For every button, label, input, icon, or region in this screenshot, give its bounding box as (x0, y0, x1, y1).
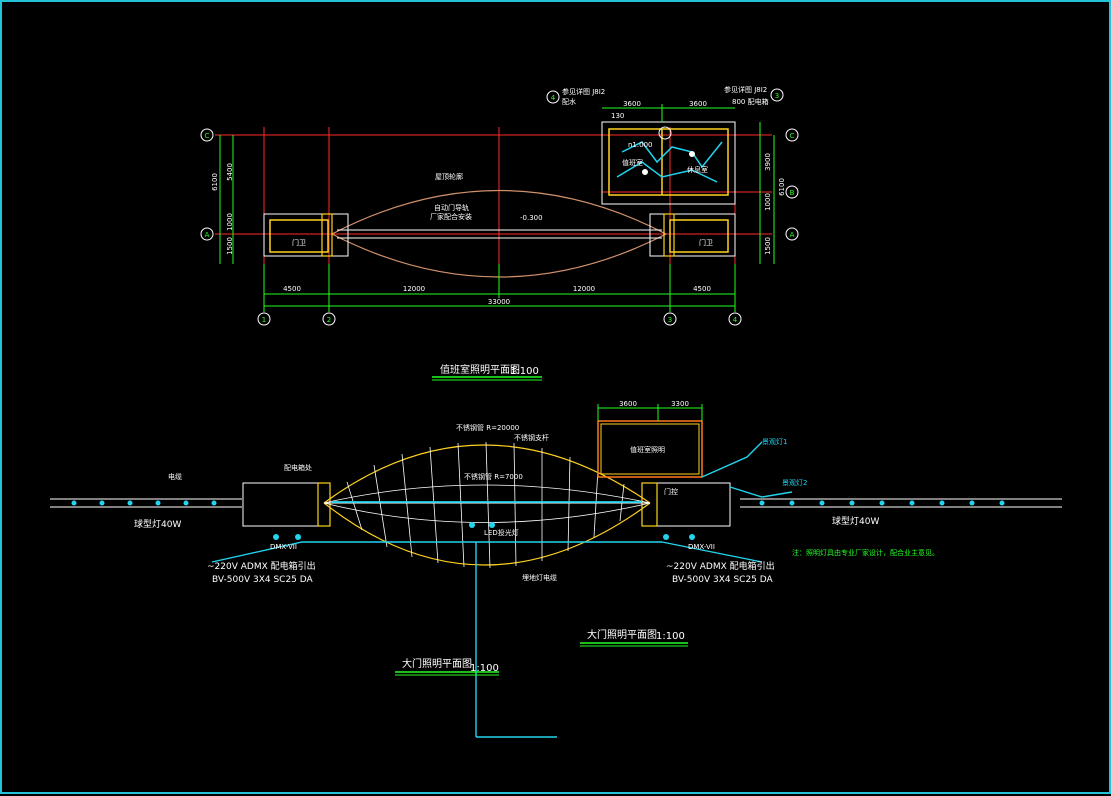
axis-col-1: 1 (262, 316, 266, 324)
wire-left-label: 电缆 (168, 472, 182, 481)
dim-130: 130 (611, 112, 624, 120)
door-track-label: 自动门导轨 (434, 203, 469, 212)
center-tag: 埋地灯电缆 (522, 573, 557, 582)
bottom-note: 注：照明灯具由专业厂家设计，配合业主意见。 (792, 548, 939, 557)
axis-row-c: C (205, 132, 210, 140)
duty-room-label: 值班室 (622, 158, 643, 167)
cable-right-line2: BV-500V 3X4 SC25 DA (672, 575, 774, 585)
bottom-dim-2: 3300 (671, 400, 689, 408)
cable-left-line1: ~220V ADMX 配电箱引出 (207, 560, 316, 572)
dim-bottom-1: 4500 (283, 285, 301, 293)
axis-right-top-3: 3 (775, 92, 779, 100)
axis-col-4: 4 (733, 316, 738, 324)
sub-panel-left-label: 参见详图 J8I2 (562, 87, 605, 96)
room-label: 值班室照明 (630, 445, 665, 454)
cable-left-line2: BV-500V 3X4 SC25 DA (212, 575, 314, 585)
dimension-lines (219, 104, 775, 312)
fixtures (273, 522, 695, 540)
axis-right-top-4: 4 (551, 94, 556, 102)
street-lines (50, 498, 1062, 508)
top-plan: 4500 12000 12000 4500 33000 3600 3600 C … (200, 85, 799, 381)
axis-row-b-right: B (790, 189, 795, 197)
axis-bubbles (200, 88, 799, 326)
axis-col-3: 3 (668, 316, 672, 324)
bottom-title-left-text: 大门照明平面图 (402, 657, 472, 670)
arc-inner-label: 不锈钢管 R=7000 (464, 472, 523, 481)
top-title-text: 值班室照明平面图 (440, 363, 520, 376)
left-box-label: 配电箱处 (284, 463, 312, 472)
lamp-left-label: 球型灯40W (134, 518, 181, 530)
canopy-lens (323, 441, 651, 569)
street-tag-1: 景观灯1 (762, 437, 787, 446)
bottom-title-right-text: 大门照明平面图 (587, 628, 657, 641)
dim-right-1: 3900 (764, 153, 772, 171)
dim-bottom-3: 12000 (573, 285, 595, 293)
rest-room-label: 休息室 (687, 165, 708, 174)
dim-right-3: 1000 (764, 193, 772, 211)
left-control-box (242, 482, 331, 527)
top-title: 值班室照明平面图 1:100 (432, 363, 542, 381)
street-lamps (71, 500, 1005, 506)
bottom-title-left-scale: 1:100 (470, 663, 499, 674)
bottom-dim-1: 3600 (619, 400, 637, 408)
axis-col-2: 2 (327, 316, 331, 324)
canopy-outline (330, 189, 668, 278)
axis-row-c-right: C (790, 132, 795, 140)
dim-total: 33000 (488, 298, 510, 306)
sub-panel-right-label: 参见详图 J8I2 (724, 85, 767, 94)
duty-room-outline (597, 404, 703, 478)
arc-outer-label: 不锈钢管 R=20000 (456, 423, 519, 432)
arc-side-label: 不锈钢支杆 (514, 433, 549, 442)
left-gatehouse (263, 213, 349, 257)
sub-panel-left-label-2: 配水 (562, 97, 576, 106)
dim-left-2: 5400 (226, 163, 234, 181)
dim-left-1: 6100 (211, 173, 219, 191)
dim-right-4: 1500 (764, 237, 772, 255)
bottom-title-left: 大门照明平面图 1:100 (395, 657, 499, 676)
duty-room-building (601, 121, 736, 205)
right-gatehouse (649, 213, 736, 257)
bottom-plan: 3600 3300 配电箱处 门控 值班室照明 球型灯40W 球型灯40W ~2… (50, 400, 1062, 738)
street-tag-2: 景观灯2 (782, 478, 807, 487)
cable-right-line1: ~220V ADMX 配电箱引出 (666, 560, 775, 572)
axis-row-a: A (205, 231, 210, 239)
factory-install-label: 厂家配合安装 (430, 212, 472, 221)
elevation-label: -0.300 (520, 214, 543, 222)
dim-bottom-2: 12000 (403, 285, 425, 293)
dim-left-3: 1000 (226, 213, 234, 231)
tag-left: DMX-VII (270, 543, 297, 551)
lamp-right-label: 球型灯40W (832, 515, 879, 527)
lamp-spec-label: LED投光灯 (484, 528, 519, 537)
bottom-title-right: 大门照明平面图 1:100 (580, 628, 688, 647)
lamp-tag: n1.000 (628, 141, 652, 149)
sub-panel-right-label-2: 800 配电箱 (732, 97, 769, 106)
dim-top-2: 3600 (689, 100, 707, 108)
dim-right-2: 6100 (778, 178, 786, 196)
cable-runs (211, 441, 793, 738)
right-box-label: 门控 (664, 487, 678, 496)
bottom-title-right-scale: 1:100 (656, 631, 685, 642)
right-room-label: 门卫 (699, 238, 713, 247)
dim-bottom-4: 4500 (693, 285, 711, 293)
right-control-box (641, 482, 731, 527)
left-room-label: 门卫 (292, 238, 306, 247)
tag-right: DMX-VII (688, 543, 715, 551)
dim-left-4: 1500 (226, 237, 234, 255)
axis-row-a-right: A (790, 231, 795, 239)
door-track (337, 229, 662, 239)
top-title-scale: 1:100 (510, 366, 539, 377)
dim-top-1: 3600 (623, 100, 641, 108)
canopy-label: 屋顶轮廓 (435, 172, 463, 181)
